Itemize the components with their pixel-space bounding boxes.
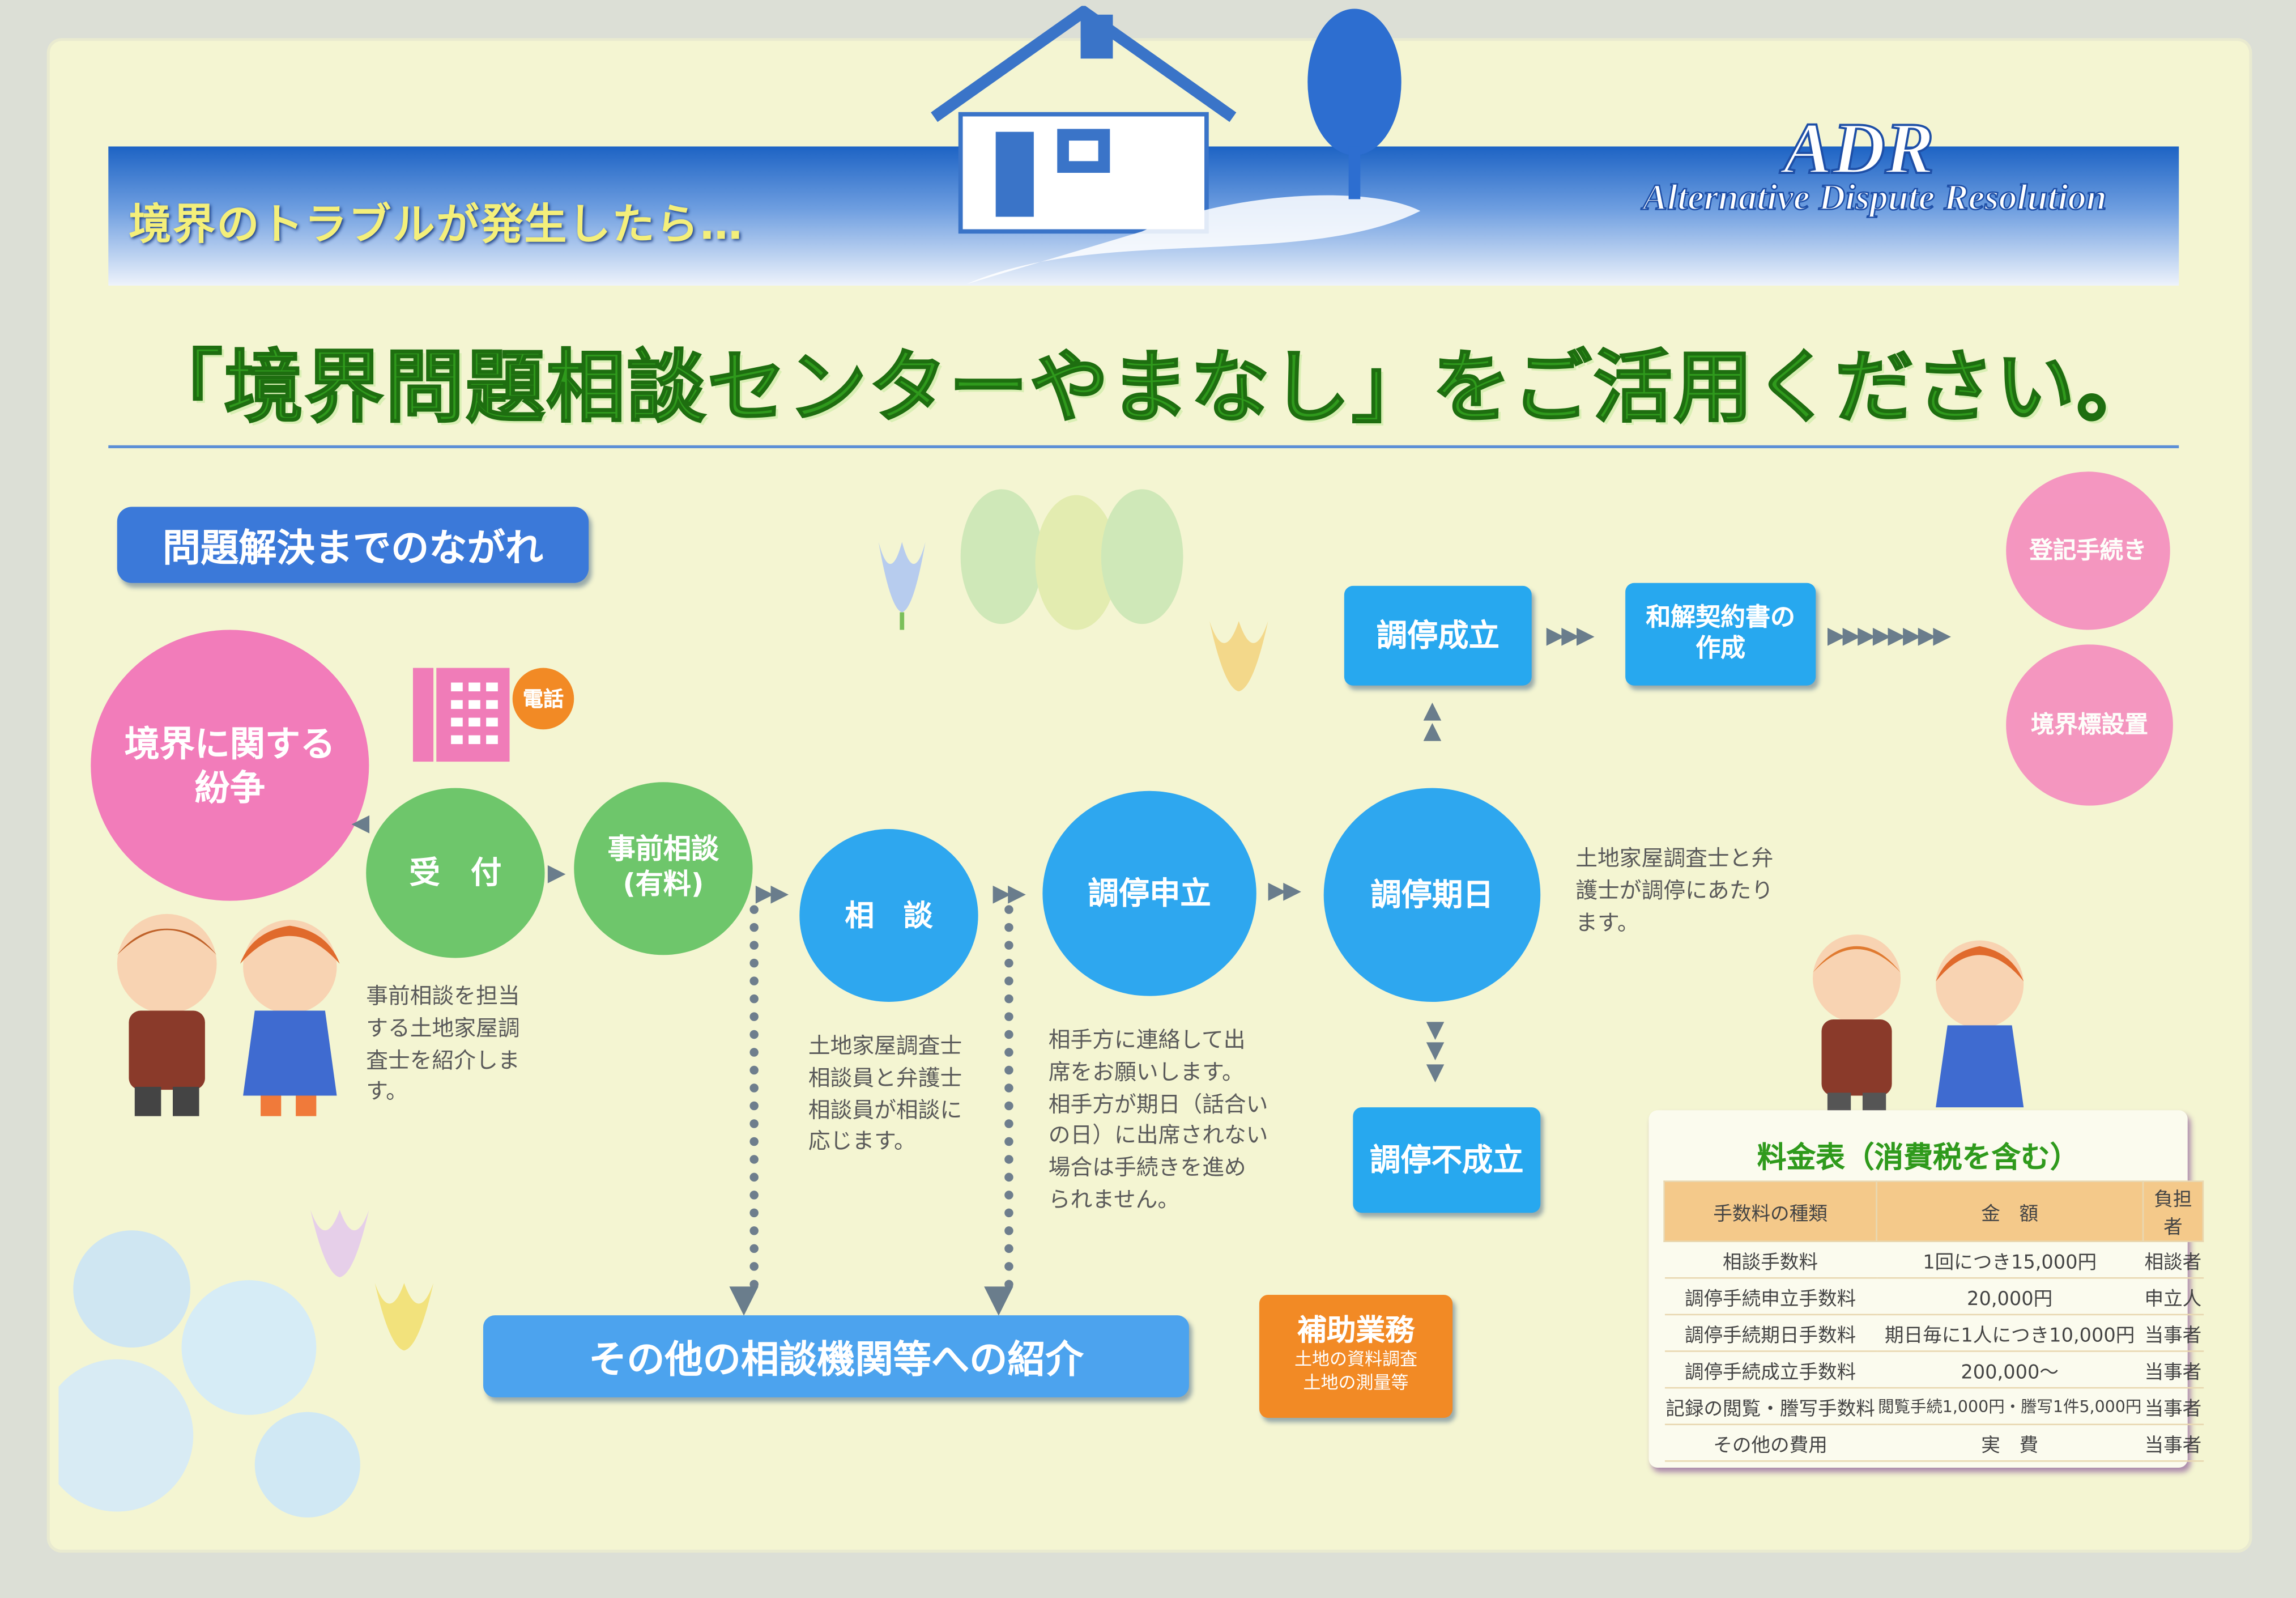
arrow-down-icon: ▼▼▼ <box>1426 1015 1445 1085</box>
auxiliary-item: 土地の測量等 <box>1303 1371 1409 1393</box>
auxiliary-title: 補助業務 <box>1297 1312 1415 1348</box>
table-row: 記録の閲覧・謄写手数料閲覧手続1,000円・謄写1件5,000円当事者 <box>1664 1388 2203 1426</box>
happy-couple-illustration <box>1813 934 2024 1125</box>
arrow-icon: ▶▶▶ <box>1546 620 1595 649</box>
house-illustration <box>931 6 1421 284</box>
arrow-down-icon: ▼ <box>729 1277 759 1321</box>
mediation-request-note: 相手方に連絡して出席をお願いします。相手方が期日（話合いの日）に出席されない場合… <box>1048 1026 1268 1213</box>
arrow-icon: ◀ <box>351 808 369 836</box>
flow-title: 問題解決までのながれ <box>117 507 589 583</box>
registration-node: 登記手続き <box>2006 471 2170 630</box>
mediation-date-note: 土地家屋調査士と弁護士が調停にあたります。 <box>1575 845 1774 936</box>
phone-label: 電話 <box>512 668 574 730</box>
auxiliary-box: 補助業務 土地の資料調査 土地の測量等 <box>1259 1294 1453 1418</box>
mediation-date-node: 調停期日 <box>1323 788 1541 1002</box>
boundary-marker-node: 境界標設置 <box>2006 644 2173 806</box>
auxiliary-item: 土地の資料調査 <box>1294 1349 1418 1370</box>
banner-subtitle: 境界のトラブルが発生したら… <box>129 199 744 249</box>
settlement-box: 和解契約書の作成 <box>1625 583 1816 686</box>
arrow-icon: ▶▶ <box>1268 876 1301 904</box>
dispute-node: 境界に関する紛争 <box>91 630 369 901</box>
pre-consult-node: 事前相談(有料) <box>574 782 753 955</box>
fee-header: 手数料の種類 <box>1663 1180 1877 1242</box>
fee-table-title: 料金表（消費税を含む） <box>1757 1139 2080 1175</box>
table-row: その他の費用実 費当事者 <box>1664 1424 2203 1462</box>
referral-bar: その他の相談機関等への紹介 <box>483 1315 1189 1397</box>
reception-note: 事前相談を担当する土地家屋調査士を紹介します。 <box>366 983 520 1105</box>
phone-icon <box>412 668 510 762</box>
divider <box>108 445 2179 448</box>
mediation-fail-box: 調停不成立 <box>1353 1107 1541 1213</box>
arrow-icon: ▶▶ <box>755 878 789 907</box>
headline: 「境界問題相談センターやまなし」をご活用ください。 <box>143 341 2157 434</box>
arrow-icon: ▶▶▶▶▶▶▶▶ <box>1827 620 1951 649</box>
adr-logo: ADR <box>1782 106 1935 190</box>
mediation-request-node: 調停申立 <box>1042 790 1256 996</box>
arrow-up-icon: ▲▲ <box>1423 695 1441 745</box>
dotted-connector <box>1004 905 1022 1289</box>
consult-node: 相 談 <box>799 829 978 1002</box>
arrow-icon: ▶▶ <box>992 878 1026 907</box>
arrow-down-icon: ▼ <box>983 1277 1013 1321</box>
dotted-connector <box>749 905 767 1289</box>
flower-decoration <box>58 1210 434 1518</box>
mediation-success-box: 調停成立 <box>1344 585 1532 686</box>
tree-decoration <box>878 489 1268 692</box>
table-row: 調停手続期日手数料期日毎に1人につき10,000円当事者 <box>1664 1314 2203 1352</box>
fee-header: 負担者 <box>2142 1180 2204 1242</box>
adr-fullname: Alternative Dispute Resolution <box>1642 178 2107 219</box>
fee-header: 金 額 <box>1876 1180 2144 1242</box>
consult-note: 土地家屋調査士相談員と弁護士相談員が相談に応じます。 <box>808 1032 962 1155</box>
reception-node: 受 付 <box>366 788 545 958</box>
arrow-icon: ▶ <box>547 858 566 886</box>
worried-couple-illustration <box>117 913 340 1116</box>
